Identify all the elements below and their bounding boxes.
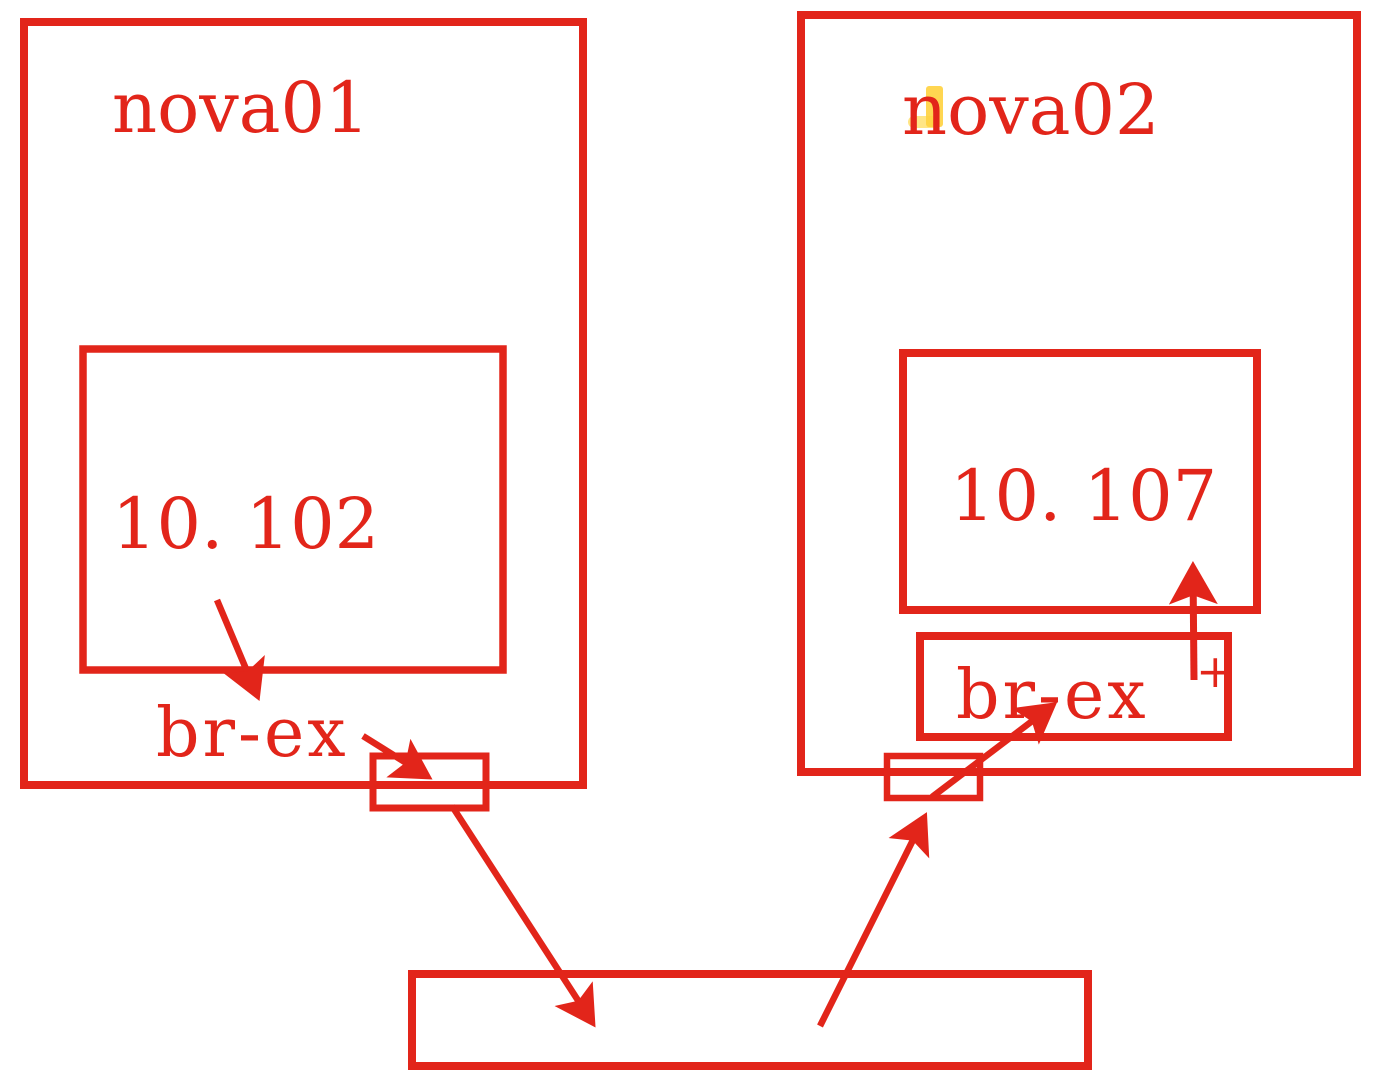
highlight-caret-mark bbox=[926, 86, 943, 127]
nic2-port-box bbox=[883, 752, 984, 802]
host1-box bbox=[20, 18, 587, 789]
bridge2-label: br-ex bbox=[956, 656, 1149, 735]
bridge2-box bbox=[916, 632, 1232, 741]
arrow-nic2-to-bridge2 bbox=[930, 702, 1058, 800]
arrow-vm1-to-bridge1 bbox=[214, 598, 265, 701]
bridge1-label: br-ex bbox=[156, 694, 349, 773]
arrow-bridge2-to-vm2 bbox=[1168, 561, 1218, 681]
vm1-ip-label: 10. 102 bbox=[112, 483, 379, 565]
host1-title: nova01 bbox=[112, 67, 370, 149]
physical-network-box bbox=[408, 970, 1092, 1070]
plus-mark: + bbox=[1196, 644, 1235, 698]
arrow-nic1-to-network bbox=[449, 804, 596, 1028]
vm2-box bbox=[899, 349, 1261, 614]
host2-box bbox=[797, 11, 1361, 776]
arrow-network-to-nic2 bbox=[817, 812, 930, 1028]
host2-title: nova02 bbox=[902, 69, 1160, 151]
vm1-box bbox=[79, 345, 507, 674]
arrow-bridge1-to-nic1 bbox=[361, 733, 433, 780]
vm2-ip-label: 10. 107 bbox=[950, 455, 1217, 537]
